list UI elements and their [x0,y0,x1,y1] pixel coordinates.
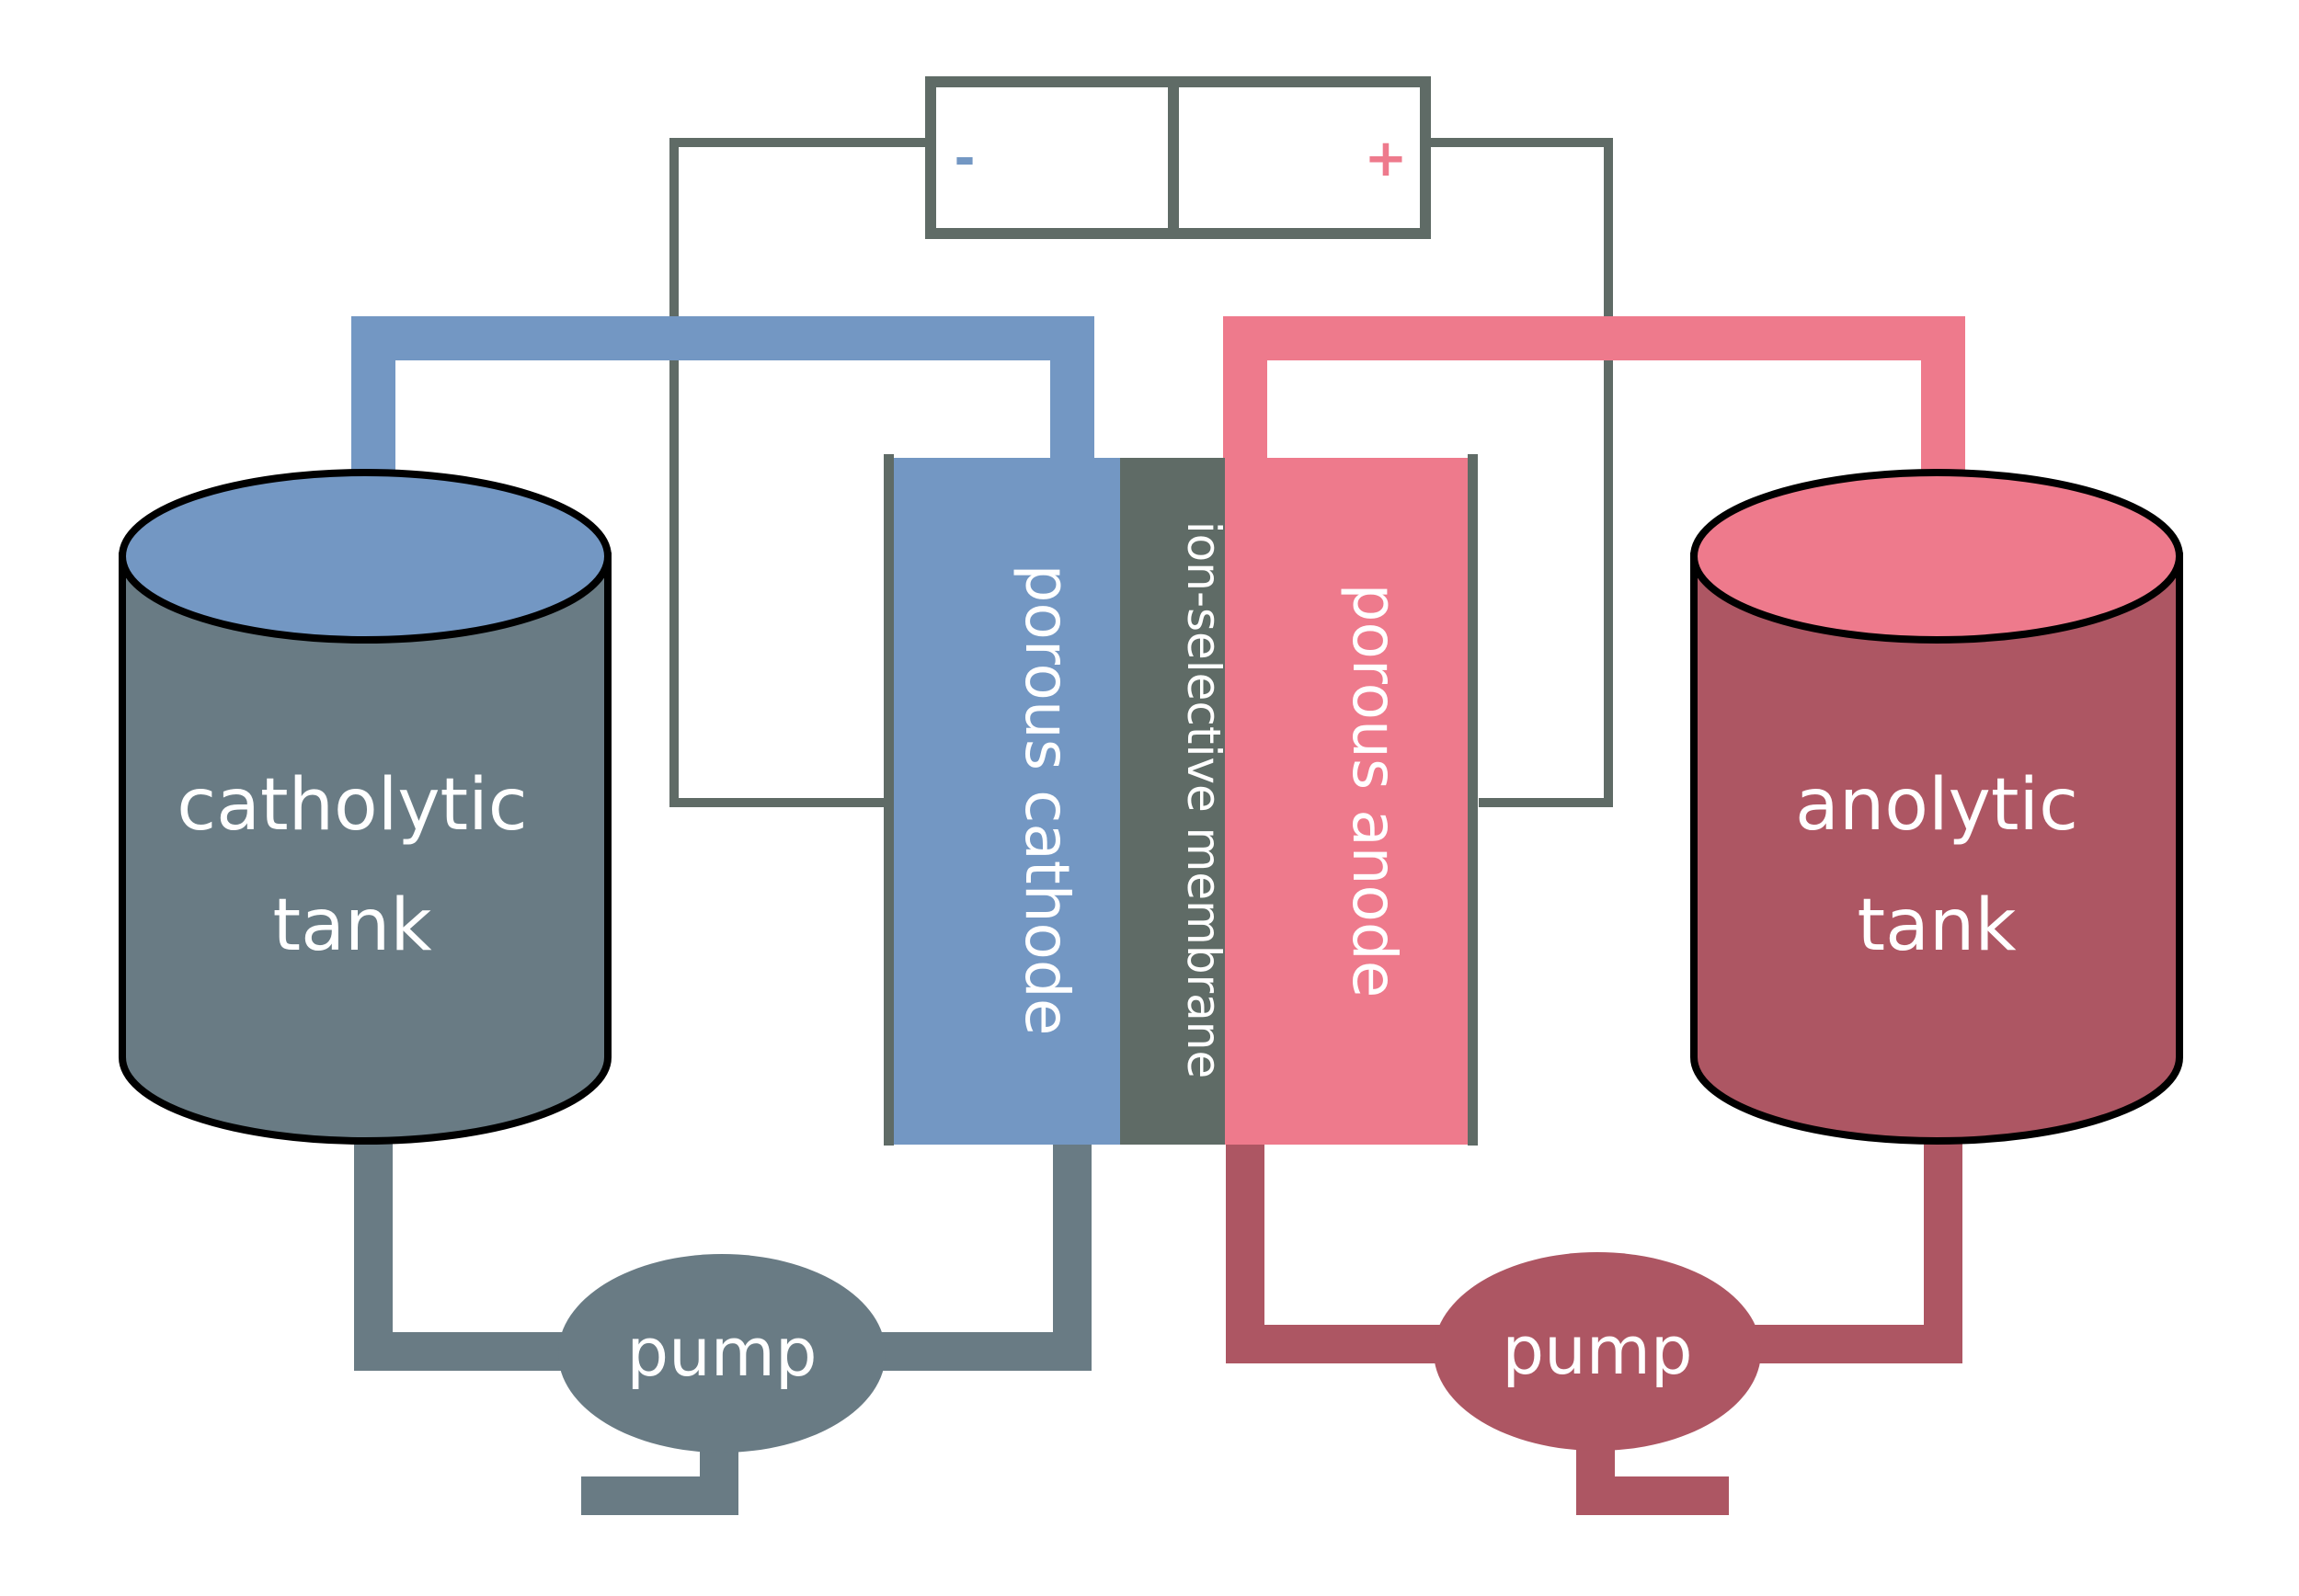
anolytic-tank: anolytic tank [1690,469,2183,1145]
catholytic-tank: catholytic tank [119,469,612,1145]
anolytic-tank-top [1690,469,2183,644]
anode-current-collector [1468,454,1478,1146]
anolytic-tank-label-line2: tank [1858,884,2017,967]
battery-positive-sign: + [1365,129,1408,188]
battery-negative-sign: - [954,129,975,188]
catholytic-tank-body [119,553,612,1145]
right-pump-body [1434,1252,1761,1451]
porous-cathode-label: porous cathode [1012,564,1082,1036]
anolytic-tank-label-line1: anolytic [1795,764,2078,847]
ion-selective-membrane [1120,458,1225,1145]
catholytic-tank-label-line1: catholytic [177,764,527,847]
pipe-anolyte-supply [1223,316,1965,478]
catholytic-tank-label-line2: tank [273,884,432,967]
cathode-current-collector [884,454,894,1146]
right-pump-label: pump [1502,1312,1692,1389]
wire-right [1427,138,1613,807]
porous-anode-label: porous anode [1339,584,1410,998]
left-pump-label: pump [626,1314,817,1391]
anolytic-tank-body [1690,553,2183,1145]
porous-cathode [892,458,1120,1145]
battery: - + [925,76,1431,239]
battery-positive-cell [1168,76,1431,239]
circuit-wires [669,138,1613,807]
left-pump: pump [558,1254,886,1453]
pipe-catholyte-supply [351,316,1094,478]
electrochemical-cell: porous cathode ion-selective membrane po… [884,454,1478,1146]
porous-anode [1225,458,1473,1145]
ion-selective-membrane-label: ion-selective membrane [1177,521,1230,1078]
pipes-catholyte-return [354,1138,1092,1515]
wire-left [669,138,927,807]
pipes-anolyte-return [1226,1138,1962,1515]
right-pump: pump [1434,1252,1761,1451]
left-pump-body [558,1254,886,1453]
catholytic-tank-top [119,469,612,644]
